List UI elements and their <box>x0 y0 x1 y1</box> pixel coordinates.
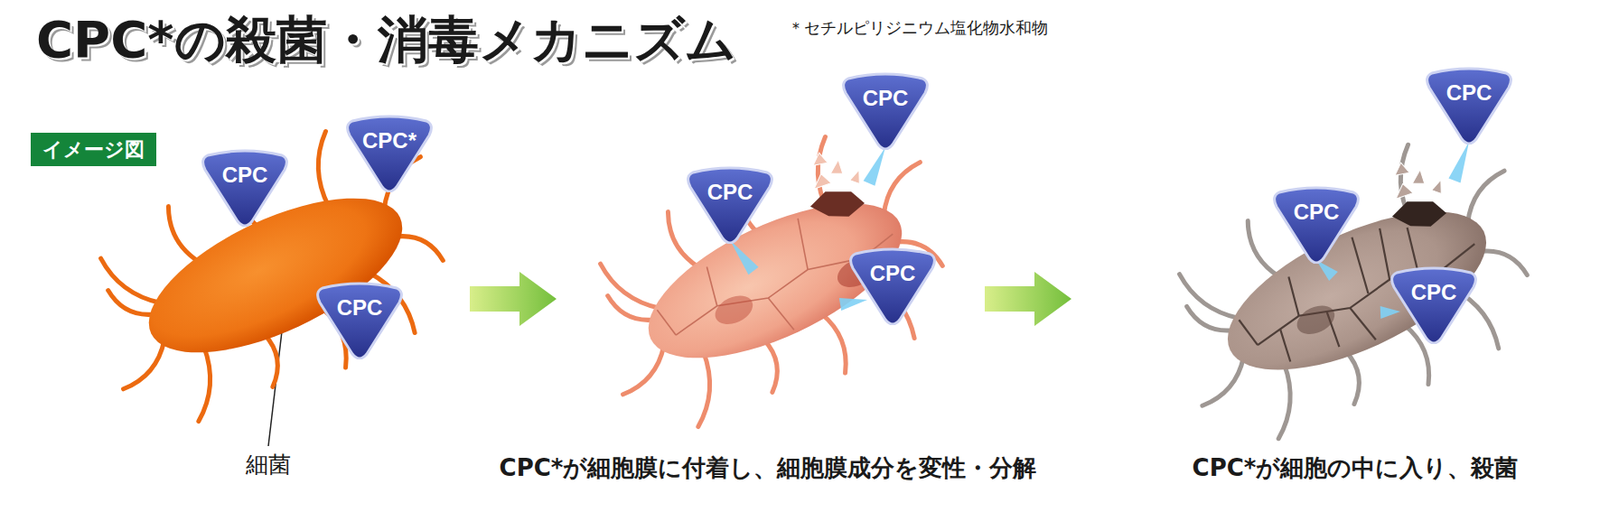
cpc-shield-shape <box>318 283 403 359</box>
flagellum <box>870 162 934 216</box>
membrane-shard <box>809 171 832 191</box>
flagellum <box>600 249 661 324</box>
membrane-crack <box>767 293 795 335</box>
membrane-shard <box>847 169 865 188</box>
flagellum <box>818 310 855 374</box>
flagellum <box>108 276 157 328</box>
cpc-beam <box>729 240 759 275</box>
membrane-shard <box>809 150 828 169</box>
tag-text: イメージ図 <box>30 135 157 164</box>
membrane-crack <box>1281 277 1306 317</box>
membrane-crack <box>785 218 819 271</box>
flagellum <box>112 339 177 389</box>
bacterium-body <box>127 167 424 385</box>
cpc-text: CPC <box>684 164 776 206</box>
flagellum <box>608 281 656 334</box>
cpc-molecule: CPC <box>1271 184 1362 264</box>
cpc-beam <box>1380 306 1401 319</box>
cpc-molecule: CPC <box>1423 65 1515 145</box>
part-label: 細菌 <box>245 451 291 479</box>
cpc-molecule: CPC <box>1388 264 1479 345</box>
cpc-molecule: CPC* <box>344 112 435 193</box>
flagellum <box>1190 356 1255 406</box>
cpc-shield-shape <box>203 150 288 226</box>
step-caption: CPC*が細胞の中に入り、殺菌 <box>1192 454 1519 483</box>
flagellum <box>1251 364 1312 439</box>
membrane-crack <box>700 267 724 307</box>
step-caption: CPC*が細胞膜に付着し、細胞膜成分を変性・分解 <box>499 454 1038 483</box>
cpc-shield-shape <box>1274 187 1359 263</box>
cpc-shield-shape <box>851 249 936 325</box>
flagellum <box>395 223 444 275</box>
footnote: ＊セチルピリジニウム塩化物水和物 <box>787 18 1048 38</box>
title: CPC*の殺菌・消毒メカニズム <box>36 9 737 70</box>
flagellum <box>670 352 731 427</box>
membrane-crack <box>1276 329 1295 363</box>
cpc-molecule: CPC <box>684 164 776 244</box>
membrane-crack <box>1349 303 1376 345</box>
flagellum <box>162 204 200 267</box>
bacterium-body <box>1205 178 1508 403</box>
cpc-text: CPC* <box>344 112 435 154</box>
flagellum <box>101 243 161 319</box>
flagellum <box>1179 259 1241 334</box>
cpc-shield-shape <box>347 116 432 192</box>
cpc-beam <box>863 147 886 187</box>
step-arrow <box>469 271 557 327</box>
cpc-molecule: CPC <box>314 280 405 360</box>
flagellum <box>1454 170 1518 224</box>
cpc-text: CPC <box>199 147 291 188</box>
cpc-shield-shape <box>1392 268 1477 344</box>
cpc-text: CPC <box>1388 264 1479 306</box>
flagellum <box>1479 237 1528 290</box>
membrane-crack <box>1253 235 1479 354</box>
cpc-shield-shape <box>1427 68 1512 144</box>
cpc-shield-shape <box>688 168 773 244</box>
cpc-beam <box>839 298 868 311</box>
membrane-shard <box>826 159 844 178</box>
cpc-molecule: CPC <box>840 70 931 150</box>
step-arrow <box>984 271 1072 327</box>
membrane-crack <box>656 307 676 338</box>
cpc-text: CPC <box>847 245 938 287</box>
cpc-text: CPC <box>314 280 405 321</box>
membrane-shard <box>1391 181 1413 201</box>
flagellum <box>1242 218 1280 281</box>
bacterium <box>1139 112 1573 476</box>
flagellum <box>611 345 676 394</box>
cpc-beam <box>1448 141 1470 183</box>
membrane-shard <box>1391 160 1410 178</box>
membrane-shard <box>1408 169 1426 188</box>
cpc-molecule: CPC <box>847 245 938 326</box>
flagellum <box>1187 292 1236 345</box>
image-tag: イメージ図 <box>30 132 157 167</box>
membrane-crack <box>1238 317 1258 348</box>
cpc-molecule: CPC <box>199 147 291 227</box>
cpc-text: CPC <box>1423 65 1515 106</box>
membrane-crack <box>1399 227 1427 273</box>
flagellum <box>662 209 700 272</box>
cpc-text: CPC <box>840 70 931 112</box>
flagellum <box>170 346 232 422</box>
cpc-text: CPC <box>1271 184 1362 225</box>
damage-spot <box>1292 299 1340 340</box>
flagellum <box>299 130 355 206</box>
damage-spot <box>711 290 758 330</box>
bacterium <box>560 104 988 462</box>
membrane-shard <box>1429 179 1447 197</box>
membrane-crack <box>1343 237 1376 294</box>
cpc-shield-shape <box>843 74 928 150</box>
